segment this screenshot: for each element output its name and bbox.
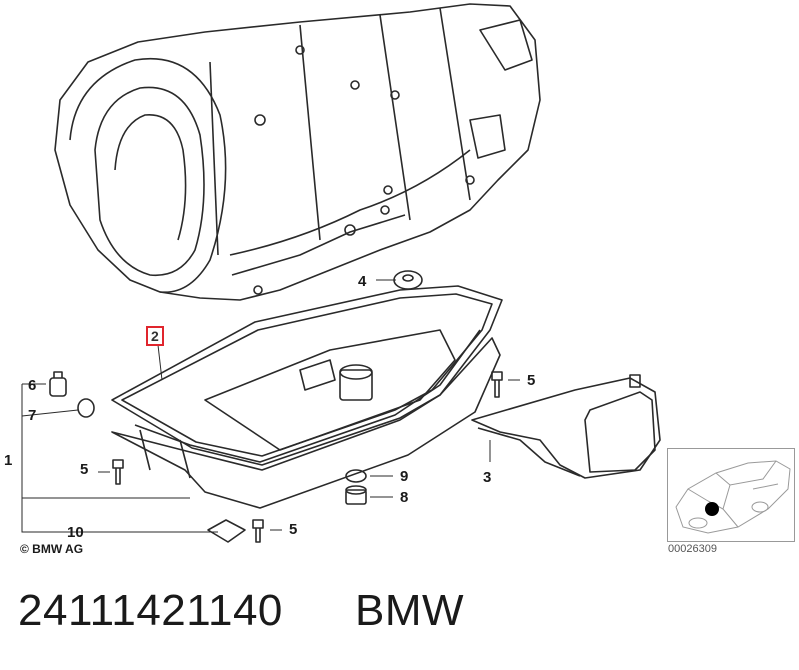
mounting-washer: [393, 270, 423, 290]
oil-pan-gasket: [111, 285, 503, 466]
callout-5-left: 5: [80, 461, 89, 478]
callout-8: 8: [400, 489, 409, 506]
car-outline-icon: [675, 460, 791, 534]
callout-2: 2: [146, 326, 164, 346]
part-number: 24111421140: [18, 586, 283, 635]
location-marker: [705, 502, 719, 516]
plug-seal-ring: [77, 398, 95, 418]
vehicle-location-thumbnail: [667, 448, 795, 542]
callout-5-right: 5: [527, 372, 536, 389]
copyright-label: © BMW AG: [20, 542, 84, 556]
screw-right: [491, 371, 503, 398]
screw-bottom: [252, 519, 264, 543]
leader-lines: [21, 279, 520, 533]
drain-plug: [49, 371, 67, 397]
callout-7: 7: [28, 407, 37, 424]
callout-5-bottom: 5: [289, 521, 298, 538]
oil-pan: [111, 329, 501, 509]
brand-name: BMW: [355, 586, 465, 635]
callout-6: 6: [28, 377, 37, 394]
callout-3: 3: [483, 469, 492, 486]
oil-filter: [471, 374, 661, 479]
sealing-ring: [345, 469, 367, 483]
filler-plug: [345, 485, 367, 505]
diagram-reference-code: 00026309: [668, 543, 717, 555]
callout-1: 1: [4, 452, 13, 469]
callout-9: 9: [400, 468, 409, 485]
callout-4: 4: [358, 273, 367, 290]
screw-left: [112, 459, 124, 485]
callout-10: 10: [67, 524, 84, 541]
magnet-plate: [207, 519, 246, 543]
exploded-parts-diagram: [21, 3, 661, 543]
transmission-housing: [54, 3, 541, 301]
